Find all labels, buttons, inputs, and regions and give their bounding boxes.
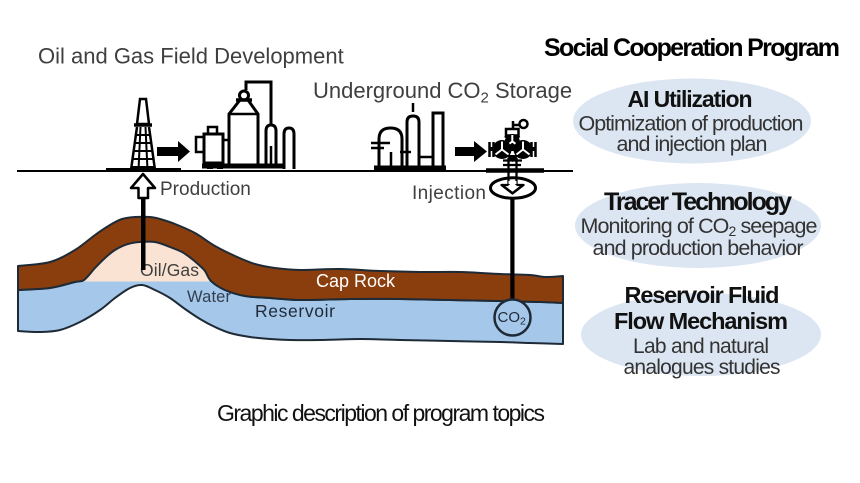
svg-text:AI Utilization: AI Utilization — [628, 86, 753, 112]
svg-text:Oil and Gas Field Development: Oil and Gas Field Development — [38, 44, 344, 69]
svg-text:Oil/Gas: Oil/Gas — [140, 260, 199, 280]
svg-text:Lab and natural: Lab and natural — [633, 335, 769, 358]
svg-text:analogues studies: analogues studies — [624, 356, 781, 379]
svg-text:Social Cooperation Program: Social Cooperation Program — [544, 34, 840, 62]
svg-text:Graphic description of program: Graphic description of program topics — [217, 400, 545, 426]
svg-text:Optimization of production: Optimization of production — [579, 112, 804, 136]
svg-text:and production behavior: and production behavior — [593, 236, 804, 260]
svg-text:Water: Water — [187, 288, 232, 306]
svg-text:Reservoir Fluid: Reservoir Fluid — [625, 282, 780, 308]
svg-text:Underground CO2 Storage: Underground CO2 Storage — [313, 78, 572, 107]
svg-text:Injection: Injection — [412, 183, 486, 204]
svg-text:Tracer Technology: Tracer Technology — [604, 188, 792, 216]
svg-text:and injection plan: and injection plan — [617, 132, 768, 156]
svg-text:CO2: CO2 — [498, 309, 527, 328]
svg-text:Production: Production — [160, 179, 251, 200]
svg-text:Monitoring of CO2 seepage: Monitoring of CO2 seepage — [581, 214, 818, 239]
svg-text:Reservoir: Reservoir — [255, 301, 335, 321]
svg-text:Flow Mechanism: Flow Mechanism — [614, 308, 788, 334]
svg-text:Cap Rock: Cap Rock — [316, 271, 396, 291]
